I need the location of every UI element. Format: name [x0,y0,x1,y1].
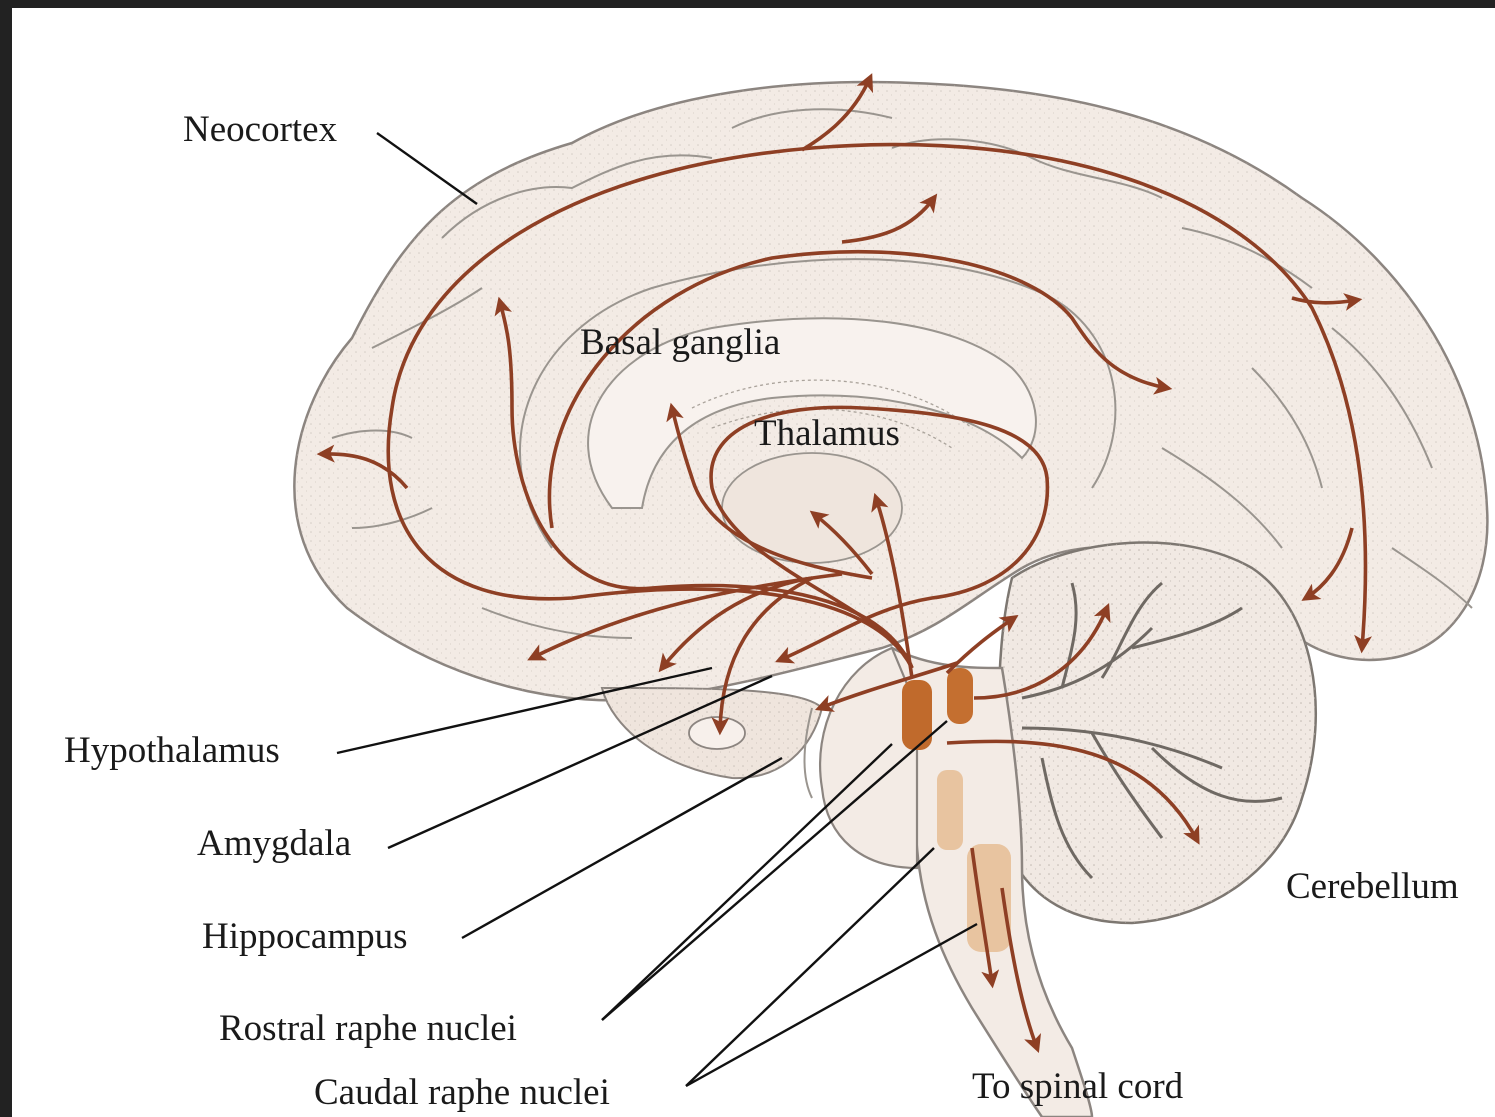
figure-frame: Neocortex Basal ganglia Thalamus Hypotha… [12,8,1495,1117]
serotonin-pathways-diagram: Neocortex Basal ganglia Thalamus Hypotha… [12,8,1495,1117]
label-basal-ganglia: Basal ganglia [580,322,780,363]
label-neocortex: Neocortex [183,109,338,150]
hypothalamus-region [689,717,745,749]
rostral-raphe-nucleus-1 [902,680,932,750]
caudal-raphe-nucleus-1 [937,770,963,850]
label-to-spinal-cord: To spinal cord [972,1066,1184,1107]
label-amygdala: Amygdala [197,823,351,864]
label-hippocampus: Hippocampus [202,916,408,957]
rostral-raphe-nucleus-2 [947,668,973,724]
label-cerebellum: Cerebellum [1286,866,1459,907]
thalamus-region [722,453,902,563]
label-rostral-raphe-nuclei: Rostral raphe nuclei [219,1008,517,1049]
label-caudal-raphe-nuclei: Caudal raphe nuclei [314,1072,610,1113]
label-hypothalamus: Hypothalamus [64,730,280,771]
label-thalamus: Thalamus [754,413,900,454]
